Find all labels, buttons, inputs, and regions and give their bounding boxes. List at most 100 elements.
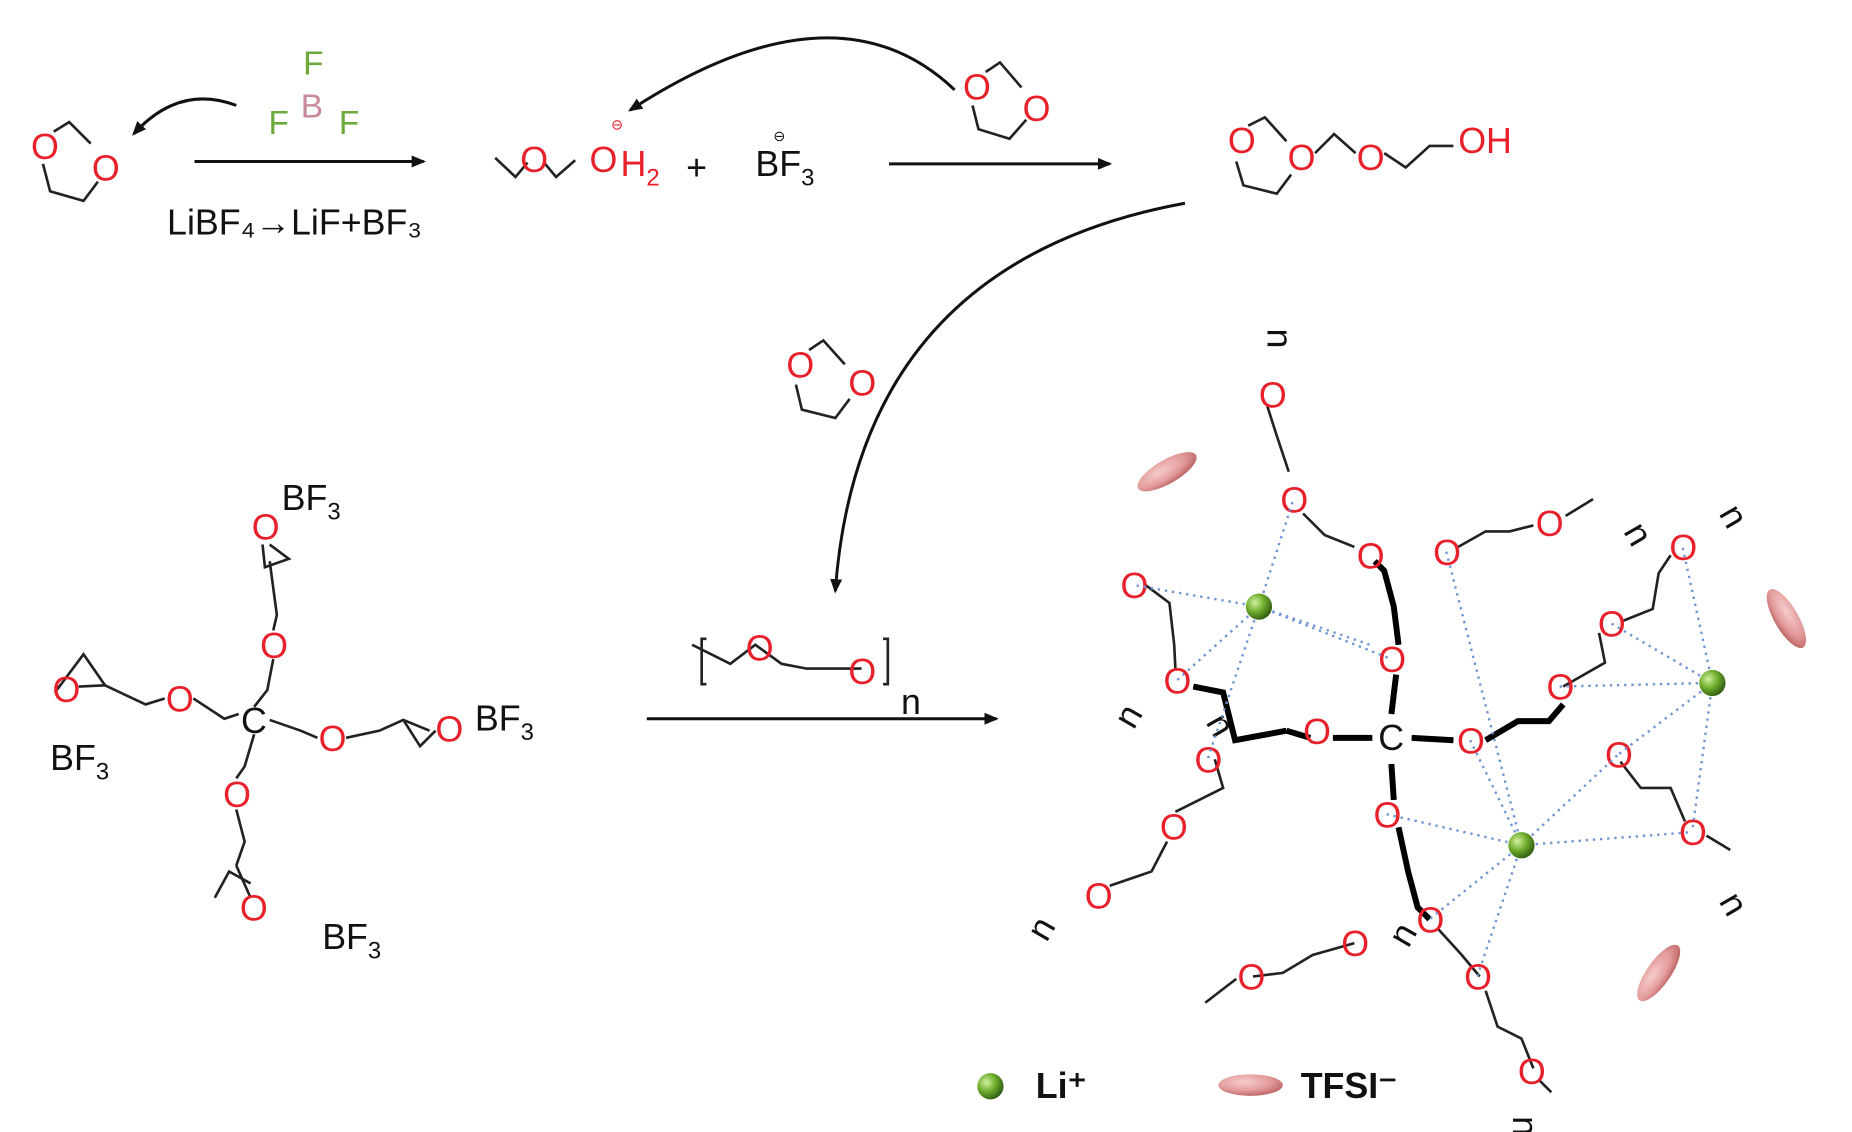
bf3-adduct: BF3 — [322, 917, 381, 965]
central-carbon: C — [1378, 718, 1404, 758]
oxygen-atom: O — [436, 709, 464, 749]
bond — [104, 684, 166, 706]
bond — [1314, 132, 1357, 155]
oxygen-atom: O — [848, 652, 876, 692]
oxygen-atom: O — [252, 508, 280, 548]
coordination-line — [1521, 830, 1693, 847]
bond — [235, 864, 252, 899]
bond — [1388, 763, 1397, 801]
bond — [268, 561, 279, 631]
oxygen-atom: O — [1228, 121, 1256, 161]
coordination-line — [1386, 813, 1522, 847]
legend-li-sphere — [977, 1073, 1004, 1100]
bond — [261, 543, 292, 569]
bond — [1457, 524, 1534, 549]
oxygen-atom: O — [1023, 89, 1051, 129]
bond — [1174, 758, 1225, 813]
fluorine-label: F — [268, 105, 288, 142]
coordination-line — [1175, 605, 1260, 682]
bond — [1192, 683, 1287, 744]
oxygen-atom: O — [1357, 536, 1385, 576]
li-ion-sphere — [1245, 593, 1273, 620]
oxygen-atom: O — [53, 670, 81, 710]
bond — [345, 718, 431, 740]
coordination-line — [1559, 681, 1713, 688]
curved-arrow-dioxolane-attack — [628, 36, 956, 112]
bf3-adduct: BF3 — [475, 699, 534, 747]
bond — [235, 733, 256, 780]
oxygen-atom: O — [746, 628, 774, 668]
oxygen-atom: O — [786, 345, 814, 385]
bond — [1372, 559, 1402, 646]
oxygen-atom: O — [1536, 504, 1564, 544]
fluorine-label: F — [303, 45, 323, 82]
bond — [192, 697, 240, 721]
bond — [53, 120, 92, 145]
oxygen-atom: O — [1280, 480, 1308, 520]
oxygen-atom: O — [166, 680, 194, 720]
bond — [269, 718, 318, 740]
bf3-anion: BF3 — [755, 144, 814, 192]
bond — [984, 60, 1023, 89]
bond — [1484, 990, 1535, 1069]
coordination-line — [1133, 583, 1260, 608]
bond — [253, 658, 275, 708]
curved-arrow-bf3-attack — [132, 97, 237, 136]
negative-charge: ⊖ — [773, 129, 785, 145]
coordination-line — [1258, 605, 1371, 646]
oxygen-atom: O — [1378, 640, 1406, 680]
bond — [1411, 734, 1454, 744]
h2-label: H2 — [621, 144, 660, 192]
bond — [808, 338, 846, 366]
bond — [1622, 554, 1672, 623]
oxygen-atom: O — [1259, 375, 1287, 415]
coordination-line — [1690, 682, 1714, 833]
hydroxyl-label: OH — [1458, 121, 1512, 161]
bond — [235, 809, 246, 866]
oxygen-atom: O — [223, 775, 251, 815]
repeat-unit-n: n — [1019, 910, 1064, 947]
coordination-line — [1610, 622, 1713, 684]
repeat-unit-n: n — [1106, 697, 1151, 734]
bond — [1204, 977, 1238, 1004]
oxygen-atom: O — [260, 626, 288, 666]
coordination-line — [1681, 546, 1714, 684]
curved-arrow-propagation — [830, 201, 1186, 594]
oxygen-atom: O — [1163, 662, 1191, 702]
oxygen-atom: O — [1121, 566, 1149, 606]
bond — [1109, 841, 1169, 888]
oxygen-atom: O — [1194, 740, 1222, 780]
oxygen-atom: O — [240, 888, 268, 928]
bond — [494, 156, 529, 179]
bond — [53, 652, 108, 694]
legend-tfsi-ellipse — [1218, 1074, 1283, 1096]
oxygen-atom: O — [1237, 958, 1265, 998]
tfsi-anion — [1766, 588, 1807, 649]
oxygen-atom: O — [963, 67, 991, 107]
tfsi-anion — [1137, 452, 1197, 492]
oxygen-atom: O — [1464, 958, 1492, 998]
bond — [1619, 760, 1687, 822]
oxygen-atom: O — [1303, 712, 1331, 752]
oxygen-atom: O — [1357, 138, 1385, 178]
coordination-line — [1206, 606, 1261, 760]
oxygen-atom: O — [31, 127, 59, 167]
bf3-adduct: BF3 — [282, 478, 341, 526]
bond — [1252, 941, 1355, 978]
reagent-label: LiBF₄→LiF+BF₃ — [167, 202, 422, 242]
coordination-line — [1445, 551, 1523, 846]
repeat-unit-n: n — [1711, 885, 1756, 922]
bond — [1144, 584, 1177, 669]
bond — [1484, 702, 1566, 743]
repeat-unit-n: n — [1616, 515, 1661, 552]
coordination-line — [1476, 844, 1523, 977]
bond — [402, 719, 437, 749]
oxygen-atom: O — [848, 363, 876, 403]
oxygen-atom: O — [589, 140, 617, 180]
li-ion-sphere — [1508, 832, 1535, 859]
bond — [1285, 727, 1312, 741]
bond — [1247, 115, 1288, 143]
bond — [41, 163, 99, 203]
bond — [971, 105, 1028, 141]
